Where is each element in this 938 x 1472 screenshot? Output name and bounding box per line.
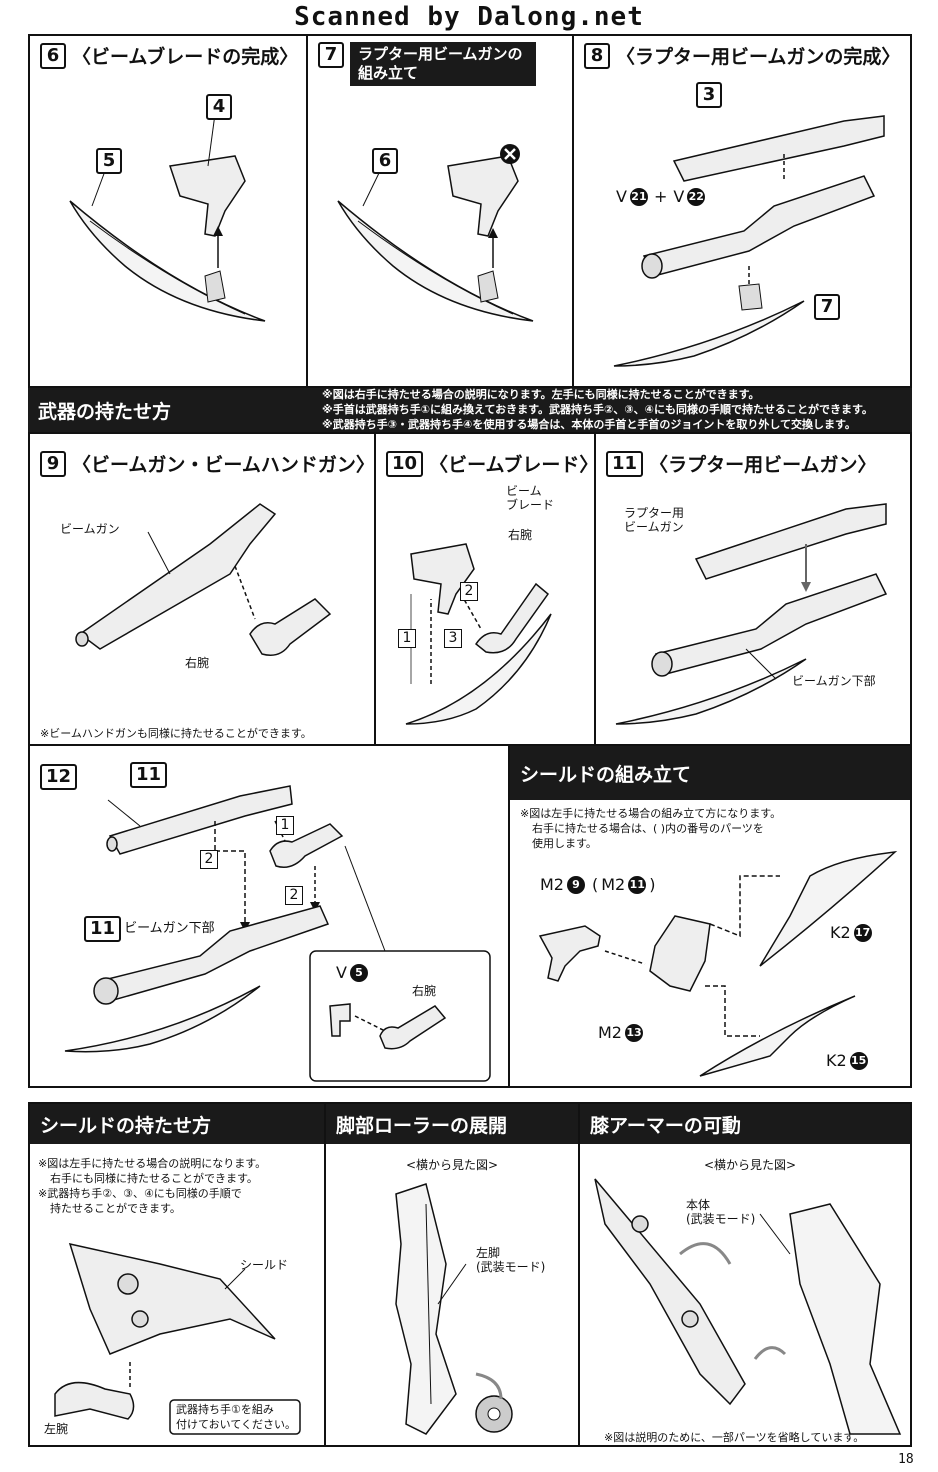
roller-title: 脚部ローラーの展開 — [336, 1114, 508, 1137]
shield-hold-callout: 武器持ち手①を組み付けておいてください。 — [176, 1403, 297, 1431]
shield-hold-panel: シールドの持たせ方 ※図は左手に持たせる場合の説明になります。 右手にも同様に持… — [28, 1102, 326, 1447]
weapons-title: 武器の持たせ方 — [38, 400, 172, 423]
step11-number: 11 — [606, 450, 644, 477]
step9-note: ※ビームハンドガンも同様に持たせることができます。 — [40, 727, 312, 740]
step8-part-3: 3 — [696, 82, 722, 108]
step9-label-gun: ビームガン — [60, 522, 120, 536]
beam-gun-hold-illustration — [75, 503, 332, 656]
roller-label: 左脚(武装モード) — [476, 1246, 546, 1274]
shield-hold-label-shield: シールド — [240, 1258, 289, 1272]
step12-label-arm: 右腕 — [412, 984, 437, 998]
shield-build-notes: ※図は左手に持たせる場合の組み立て方になります。 右手に持たせる場合は、( )内… — [520, 807, 782, 850]
step12-step-2a: 2 — [200, 850, 218, 869]
step6-heading: 6 〈ビームブレードの完成〉 — [40, 42, 298, 69]
step12-number: 12 — [40, 764, 78, 790]
knee-note: ※図は説明のために、一部パーツを省略しています。 — [604, 1431, 865, 1444]
knee-armor-illustration — [594, 1178, 902, 1435]
beam-blade-illustration — [69, 113, 266, 322]
step6-panel: 6 〈ビームブレードの完成〉 4 5 — [28, 34, 308, 388]
step10-title: 〈ビームブレード〉 — [429, 454, 596, 476]
shield-build-panel: シールドの組み立て ※図は左手に持たせる場合の組み立て方になります。 右手に持た… — [508, 744, 912, 1088]
roller-panel: 脚部ローラーの展開 <横から見た図> 左脚(武装モード) — [324, 1102, 580, 1447]
step8-number: 8 — [584, 42, 610, 69]
step6-title: 〈ビームブレードの完成〉 — [72, 46, 299, 68]
shield-hold-notes: ※図は左手に持たせる場合の説明になります。 右手にも同様に持たせることができます… — [38, 1157, 267, 1215]
step7-panel: 7 ラプター用ビームガンの組み立て 6 — [306, 34, 574, 388]
step10-heading: 10 〈ビームブレード〉 — [386, 450, 596, 477]
step8-part-7: 7 — [814, 294, 840, 320]
roller-sub: <横から見た図> — [406, 1158, 499, 1172]
step11-title: 〈ラプター用ビームガン〉 — [649, 454, 877, 476]
step12-part-11-a: 11 — [130, 762, 168, 788]
page-number: 18 — [898, 1452, 914, 1467]
knee-sub: <横から見た図> — [704, 1158, 797, 1172]
step6-number: 6 — [40, 42, 66, 69]
beam-blade-hold-illustration — [405, 543, 552, 725]
step9-heading: 9 〈ビームガン・ビームハンドガン〉 — [40, 450, 375, 477]
weapons-notes: ※図は右手に持たせる場合の説明になります。左手にも同様に持たせることができます。… — [322, 388, 873, 431]
step9-number: 9 — [40, 450, 66, 477]
step7-number: 7 — [318, 42, 344, 68]
shield-hold-label-arm: 左腕 — [44, 1422, 69, 1436]
step12-heading: 12 — [40, 764, 78, 790]
scan-credit: Scanned by Dalong.net — [294, 2, 644, 32]
weapons-section-bar: 武器の持たせ方 — [28, 388, 912, 432]
step10-step-2: 2 — [460, 582, 478, 601]
shield-hold-illustration — [54, 1242, 301, 1435]
step12-step-1: 1 — [276, 816, 294, 835]
knee-label: 本体(武装モード) — [686, 1198, 756, 1226]
knee-title: 膝アーマーの可動 — [590, 1114, 741, 1137]
raptor-gun-complete-illustration — [613, 115, 885, 367]
step8-heading: 8 〈ラプター用ビームガンの完成〉 — [584, 42, 900, 69]
step10-panel: 10 〈ビームブレード〉 ビームブレード 右腕 1 2 3 — [374, 432, 596, 746]
shield-build-bar: シールドの組み立て — [510, 746, 910, 800]
step11-label-gun: ラプター用ビームガン — [624, 506, 685, 534]
step9-panel: 9 〈ビームガン・ビームハンドガン〉 ビームガン 右腕 ※ビームハンドガンも同様… — [28, 432, 376, 746]
shield-build-title: シールドの組み立て — [520, 763, 692, 786]
step10-label-blade: ビームブレード — [506, 484, 555, 512]
step8-title: 〈ラプター用ビームガンの完成〉 — [616, 46, 901, 68]
knee-bar: 膝アーマーの可動 — [580, 1104, 910, 1144]
step10-step-3: 3 — [444, 629, 462, 648]
raptor-gun-assembly-illustration — [337, 144, 534, 322]
leg-roller-illustration — [395, 1183, 513, 1435]
step9-label-arm: 右腕 — [185, 656, 210, 670]
step11-label-lower: ビームガン下部 — [792, 674, 876, 688]
step11-panel: 11 〈ラプター用ビームガン〉 ラプター用ビームガン ビームガン下部 — [594, 432, 912, 746]
shield-assembly-illustration — [538, 851, 898, 1077]
shield-hold-bar: シールドの持たせ方 — [30, 1104, 324, 1144]
roller-bar: 脚部ローラーの展開 — [326, 1104, 578, 1144]
step11-heading: 11 〈ラプター用ビームガン〉 — [606, 450, 877, 477]
knee-panel: 膝アーマーの可動 <横から見た図> 本体(武装モード) ※図は説明のために、一部… — [578, 1102, 912, 1447]
step9-title: 〈ビームガン・ビームハンドガン〉 — [72, 454, 375, 476]
step6-part-5: 5 — [96, 148, 122, 174]
step12-step-2b: 2 — [285, 886, 303, 905]
raptor-gun-combine-illustration — [64, 785, 491, 1082]
step6-part-4: 4 — [206, 94, 232, 120]
step10-number: 10 — [386, 450, 424, 477]
step7-part-6: 6 — [372, 148, 398, 174]
step10-label-arm: 右腕 — [508, 528, 533, 542]
step7-heading: 7 ラプター用ビームガンの組み立て — [318, 42, 536, 86]
step7-title: ラプター用ビームガンの組み立て — [350, 42, 536, 86]
step10-step-1: 1 — [398, 629, 416, 648]
raptor-gun-hold-illustration — [615, 503, 888, 725]
shield-hold-title: シールドの持たせ方 — [40, 1114, 212, 1137]
